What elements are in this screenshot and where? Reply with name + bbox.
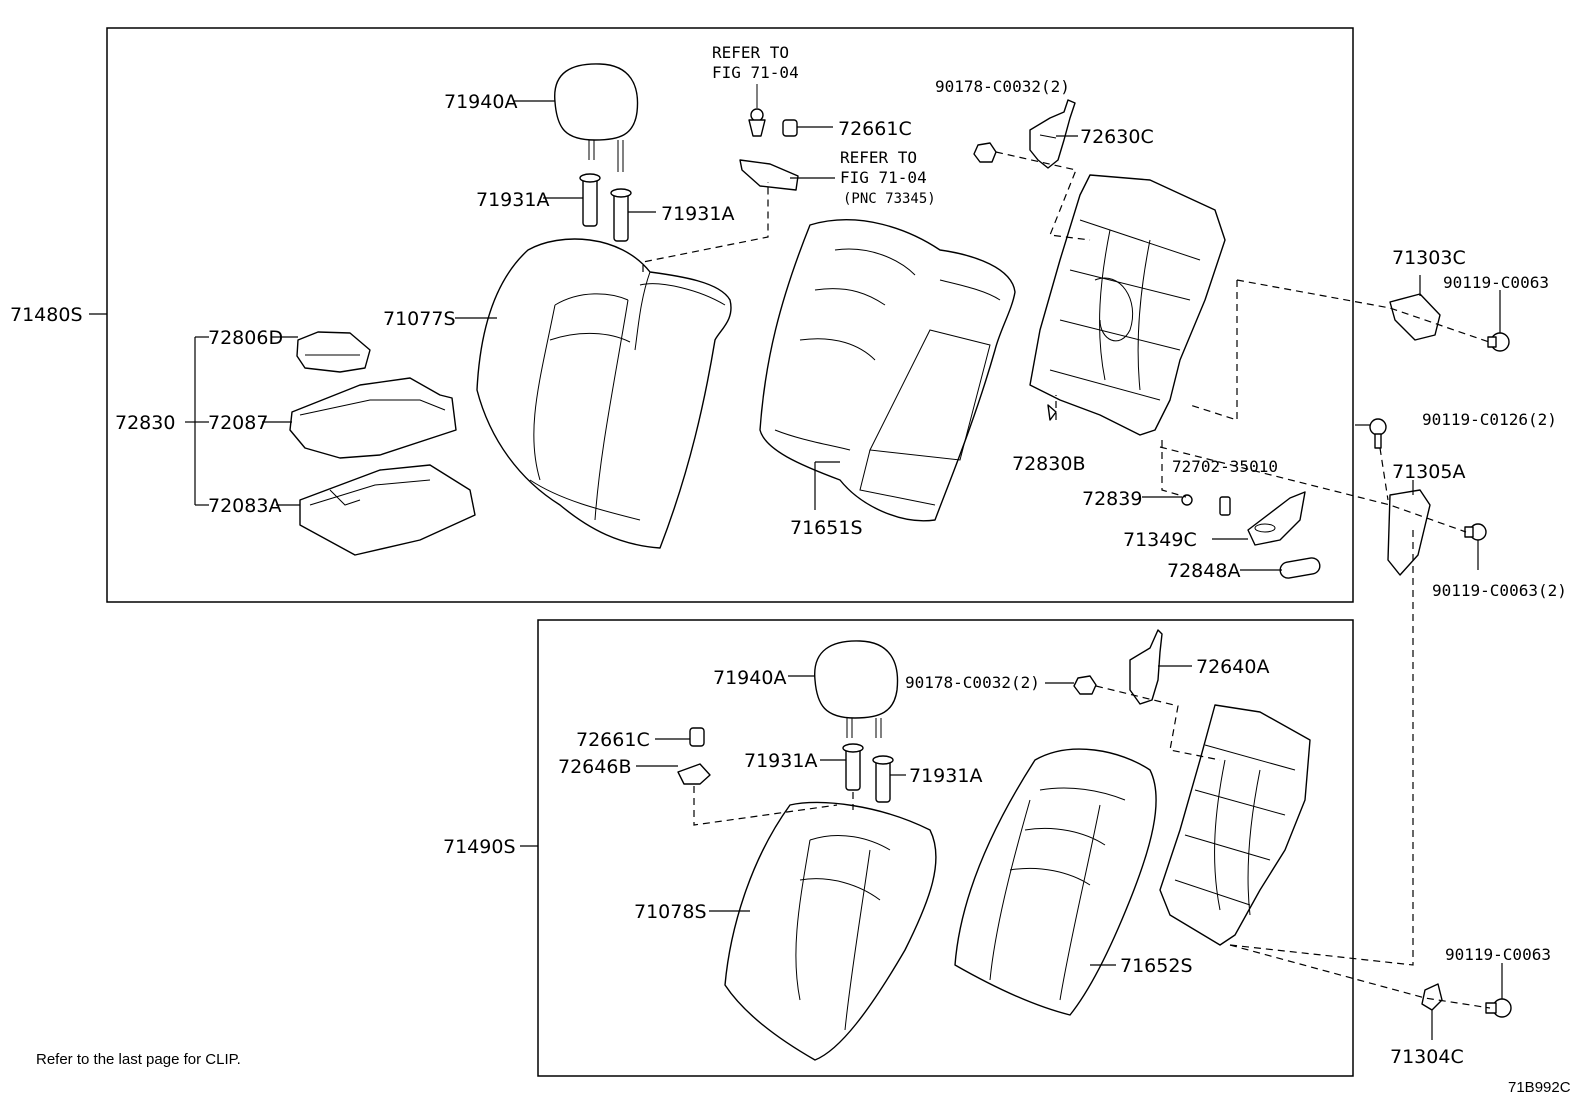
label-hinge-lower[interactable]: 71304C <box>1390 1046 1464 1068</box>
seatback-frame-upper-drawing <box>1029 174 1226 436</box>
label-bracket[interactable]: 71349C <box>1123 529 1197 551</box>
headrest-upper-drawing <box>554 63 639 172</box>
side-hinges-drawing <box>1369 293 1512 1018</box>
seatback-pad-lower-drawing <box>954 748 1157 1016</box>
label-refer-fig-1-line1: REFER TO <box>712 43 789 62</box>
label-lower-cover[interactable]: 71078S <box>634 901 707 923</box>
label-lower-hinge[interactable]: 72640A <box>1196 656 1269 678</box>
label-armrest-base[interactable]: 72083A <box>208 495 281 517</box>
label-upper-headrest[interactable]: 71940A <box>444 91 517 113</box>
label-lower-pad[interactable]: 71652S <box>1120 955 1193 977</box>
figure-code: 71B992C <box>1508 1079 1571 1096</box>
label-refer-fig-2-line3: (PNC 73345) <box>843 191 936 207</box>
label-armrest-group[interactable]: 72830 <box>115 412 175 434</box>
label-bolt-2[interactable]: 90119-C0126(2) <box>1422 410 1557 429</box>
label-bolt-part[interactable]: 72702-35010 <box>1172 457 1278 476</box>
label-lower-nut[interactable]: 90178-C0032(2) <box>905 673 1040 692</box>
label-lower-headrest[interactable]: 71940A <box>713 667 786 689</box>
armrest-parts-upper-drawing <box>289 331 476 556</box>
label-frame-pin[interactable]: 72830B <box>1012 453 1085 475</box>
hinge-bracket-upper-drawing <box>973 99 1076 169</box>
label-lower-guide-left[interactable]: 71931A <box>744 750 817 772</box>
upper-group-frame <box>106 27 1354 603</box>
label-armrest-cover[interactable]: 72087 <box>208 412 268 434</box>
label-upper-guide-left[interactable]: 71931A <box>476 189 549 211</box>
label-bolt-3[interactable]: 90119-C0063(2) <box>1432 581 1567 600</box>
headrest-lower-drawing <box>814 640 899 738</box>
label-hole-plug[interactable]: 72839 <box>1082 488 1142 510</box>
label-hinge-upper[interactable]: 71303C <box>1392 247 1466 269</box>
seatback-frame-lower-drawing <box>1159 704 1311 946</box>
clip-and-cap-upper-drawing <box>739 84 799 191</box>
label-lower-guide-right[interactable]: 71931A <box>909 765 982 787</box>
seatback-cover-upper-drawing <box>476 238 732 549</box>
label-upper-nut[interactable]: 90178-C0032(2) <box>935 77 1070 96</box>
label-upper-cover[interactable]: 71077S <box>383 308 456 330</box>
label-upper-cap[interactable]: 72661C <box>838 118 912 140</box>
cap-and-holder-lower-drawing <box>677 727 711 785</box>
headrest-guides-lower-drawing <box>842 743 894 803</box>
label-lower-holder[interactable]: 72646B <box>558 756 631 778</box>
label-upper-assembly[interactable]: 71480S <box>10 304 83 326</box>
label-refer-fig-2-line2: FIG 71-04 <box>840 168 927 187</box>
label-lower-assembly[interactable]: 71490S <box>443 836 516 858</box>
label-bracket-plug[interactable]: 72848A <box>1167 560 1240 582</box>
label-refer-fig-2-line1: REFER TO <box>840 148 917 167</box>
label-bolt-4[interactable]: 90119-C0063 <box>1445 945 1551 964</box>
clip-note: Refer to the last page for CLIP. <box>36 1051 241 1068</box>
label-cup-holder[interactable]: 72806D <box>208 327 283 349</box>
leader-lines <box>89 100 1503 1040</box>
label-refer-fig-1-line2: FIG 71-04 <box>712 63 799 82</box>
seatback-pad-upper-drawing <box>759 219 1016 522</box>
label-hinge-center[interactable]: 71305A <box>1392 461 1465 483</box>
label-upper-guide-right[interactable]: 71931A <box>661 203 734 225</box>
label-lower-cap[interactable]: 72661C <box>576 729 650 751</box>
seatback-cover-lower-drawing <box>724 801 937 1061</box>
dashed-connectors <box>642 151 1493 1009</box>
hinge-bracket-lower-drawing <box>1073 629 1163 705</box>
small-hardware-upper-drawing <box>1047 404 1321 579</box>
headrest-guides-upper-drawing <box>579 173 632 242</box>
label-upper-pad[interactable]: 71651S <box>790 517 863 539</box>
label-upper-hinge[interactable]: 72630C <box>1080 126 1154 148</box>
lower-group-frame <box>537 619 1354 1077</box>
label-bolt-1[interactable]: 90119-C0063 <box>1443 273 1549 292</box>
labels: 71480S 71940A 71931A 71931A REFER TO FIG… <box>10 43 1571 1096</box>
